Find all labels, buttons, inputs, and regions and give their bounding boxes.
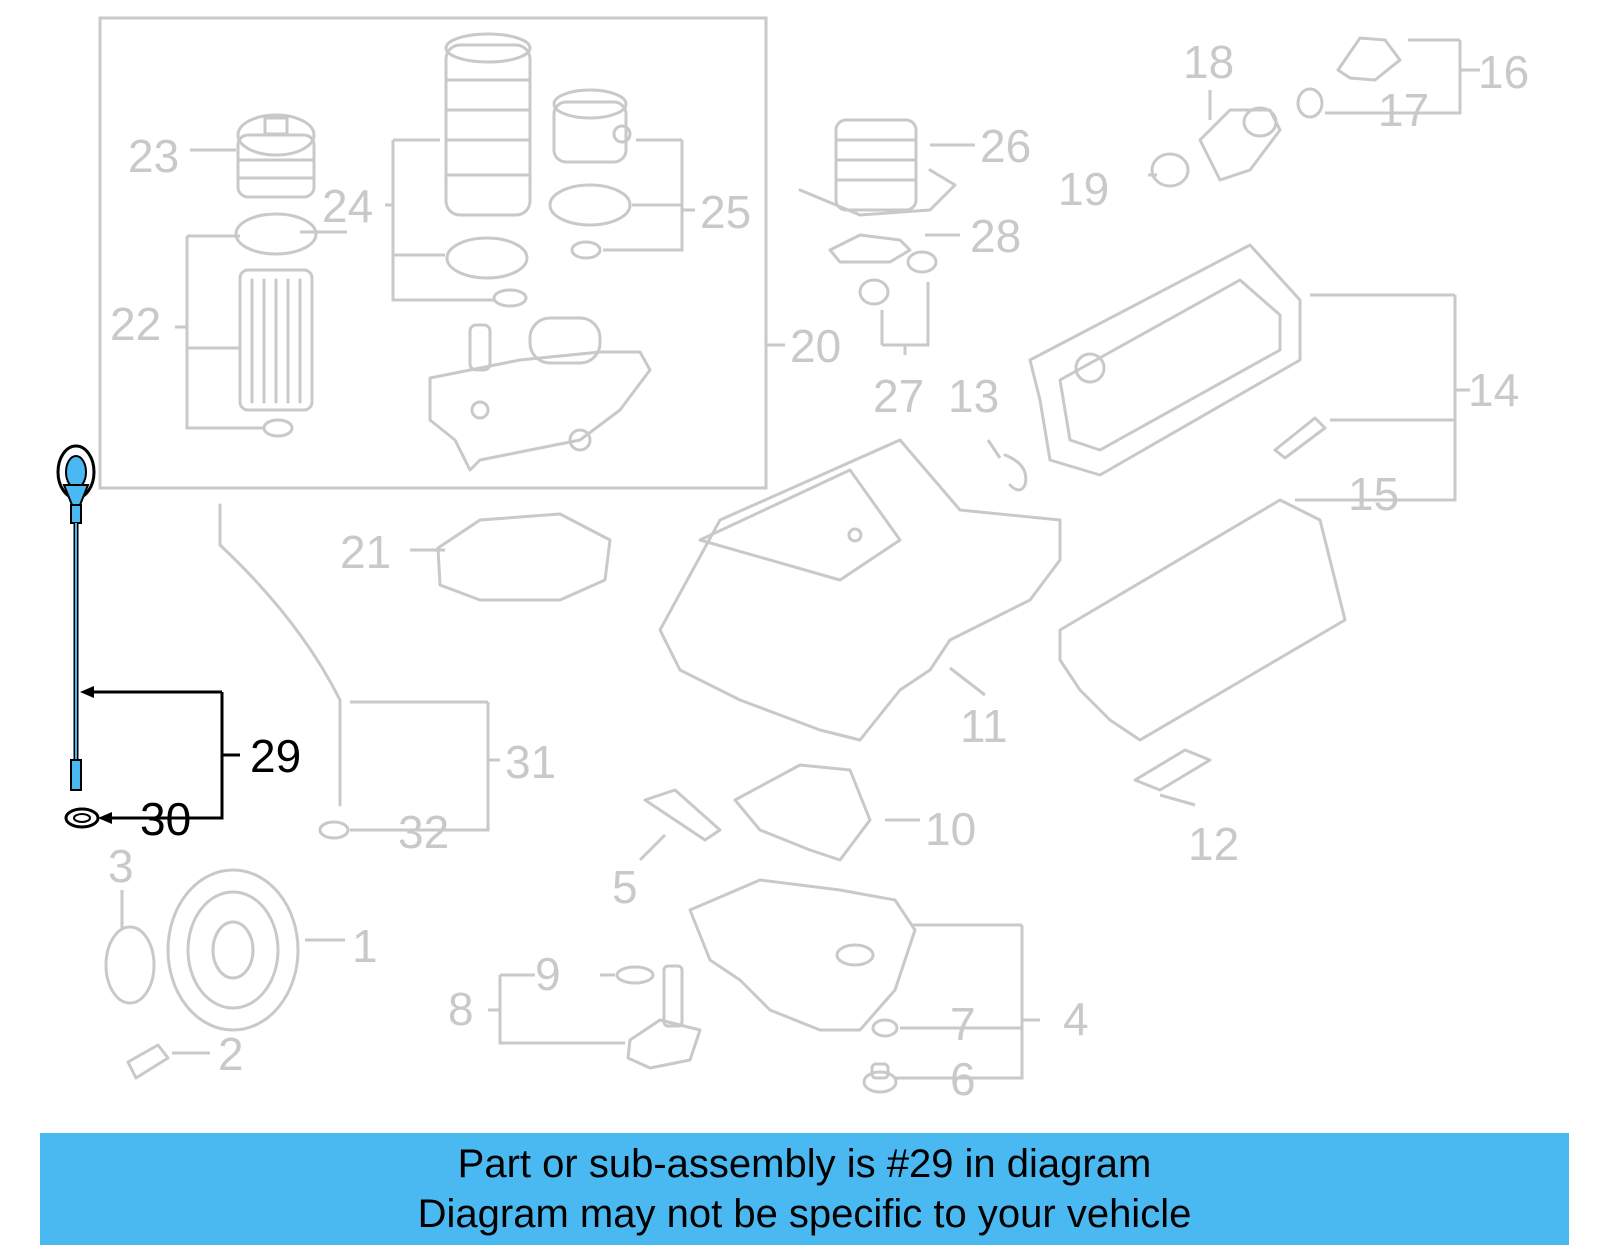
part-14-bolt xyxy=(1273,416,1327,460)
part-31-dipstick-tube xyxy=(218,503,342,807)
callout-15: 15 xyxy=(1348,468,1399,520)
part-2-bolt xyxy=(126,1043,170,1080)
caption-line-disclaimer: Diagram may not be specific to your vehi… xyxy=(417,1192,1192,1236)
part-22-filter-element xyxy=(234,212,318,438)
part-14-valve-cover xyxy=(1028,243,1302,477)
part-7-seal xyxy=(871,1018,899,1038)
callout-25: 25 xyxy=(700,186,751,238)
part-11-upper-oil-pan xyxy=(658,438,1062,742)
callout-10: 10 xyxy=(925,803,976,855)
callout-22: 22 xyxy=(110,298,161,350)
part-18-filler-neck xyxy=(1198,106,1282,182)
part-30-dipstick-seal xyxy=(64,807,100,829)
callout-26: 26 xyxy=(980,120,1031,172)
part-21-gasket xyxy=(436,512,612,602)
callout-labels: 1 2 3 4 5 6 7 8 9 10 11 12 13 14 15 16 1… xyxy=(108,36,1529,1105)
part-24-cooler-sleeve xyxy=(444,32,532,308)
part-1-crankshaft-pulley xyxy=(166,868,300,1032)
callout-3: 3 xyxy=(108,840,134,892)
part-28-gasket xyxy=(828,233,938,306)
callout-8: 8 xyxy=(448,983,474,1035)
caption-line-part-number: Part or sub-assembly is #29 in diagram xyxy=(457,1142,1152,1186)
part-9-seal xyxy=(615,965,655,985)
callout-23: 23 xyxy=(128,130,179,182)
part-17-seal xyxy=(1296,87,1324,119)
callout-12: 12 xyxy=(1188,818,1239,870)
callout-31: 31 xyxy=(505,736,556,788)
part-25-thermostat xyxy=(548,88,632,260)
part-26-oil-cooler xyxy=(798,118,957,217)
callout-13: 13 xyxy=(948,370,999,422)
part-8-level-sensor xyxy=(626,964,702,1070)
part-5-sealant xyxy=(643,788,722,842)
callout-19: 19 xyxy=(1058,163,1109,215)
callout-28: 28 xyxy=(970,210,1021,262)
part-20-filter-housing xyxy=(428,316,652,472)
callout-21: 21 xyxy=(340,526,391,578)
part-29-oil-dipstick xyxy=(56,444,96,791)
callout-30: 30 xyxy=(140,793,191,845)
callout-11: 11 xyxy=(960,700,1008,752)
callout-16: 16 xyxy=(1478,46,1529,98)
part-13-hose xyxy=(1003,453,1028,492)
part-19-seal xyxy=(1150,152,1190,188)
leader-lines xyxy=(120,38,1480,1080)
part-10-baffle xyxy=(733,763,872,862)
callout-14: 14 xyxy=(1468,364,1519,416)
callout-4: 4 xyxy=(1063,993,1089,1045)
callout-20: 20 xyxy=(790,320,841,372)
callout-2: 2 xyxy=(218,1028,244,1080)
part-3-seal-ring xyxy=(104,925,156,1005)
part-23-filter-cap xyxy=(236,113,316,199)
part-15-gasket xyxy=(1058,498,1347,742)
caption-banner: Part or sub-assembly is #29 in diagram D… xyxy=(40,1133,1569,1245)
callout-6: 6 xyxy=(950,1053,976,1105)
callout-18: 18 xyxy=(1183,36,1234,88)
callout-29: 29 xyxy=(250,730,301,782)
part-12-sealant xyxy=(1133,748,1212,792)
part-4-lower-oil-pan xyxy=(688,878,917,1032)
leader-lines-highlighted xyxy=(80,686,240,824)
callout-5: 5 xyxy=(612,861,638,913)
callout-32: 32 xyxy=(398,806,449,858)
callout-17: 17 xyxy=(1378,84,1429,136)
callout-27: 27 xyxy=(873,370,924,422)
part-6-drain-plug xyxy=(862,1062,898,1094)
part-16-filler-cap xyxy=(1336,36,1402,82)
callout-24: 24 xyxy=(322,180,373,232)
callout-7: 7 xyxy=(950,998,976,1050)
callout-9: 9 xyxy=(535,948,561,1000)
sub-assembly-box-20 xyxy=(98,16,768,490)
callout-1: 1 xyxy=(352,920,378,972)
part-32-seal xyxy=(318,820,350,840)
